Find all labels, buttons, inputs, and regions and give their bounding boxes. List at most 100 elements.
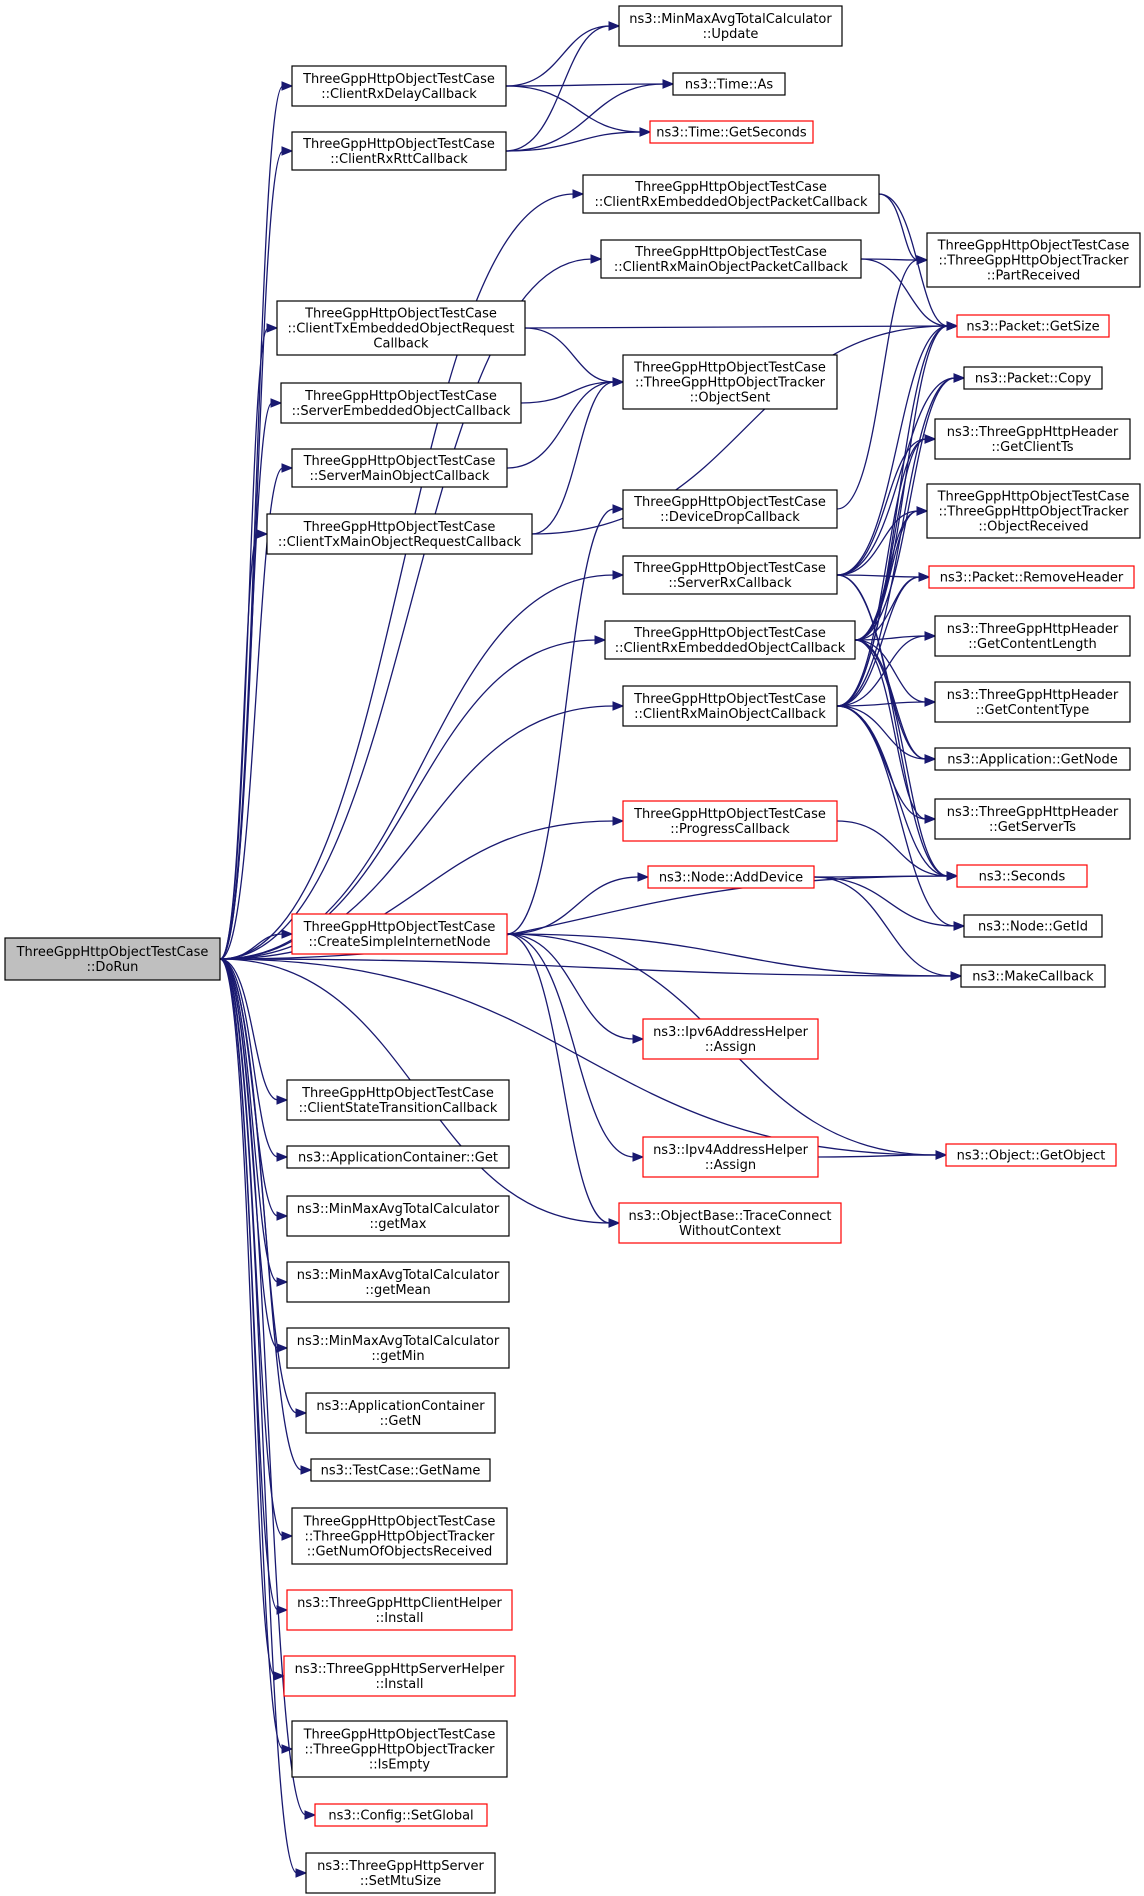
call-edge (813, 876, 966, 931)
edge-line (813, 875, 949, 878)
function-node[interactable]: ns3::Time::GetSeconds (649, 120, 814, 144)
function-node[interactable]: ThreeGppHttpObjectTestCase::CreateSimple… (291, 913, 508, 955)
function-node[interactable]: ns3::Application::GetNode (934, 747, 1131, 771)
function-node[interactable]: ThreeGppHttpObjectTestCase::ClientTxEmbe… (276, 300, 526, 356)
function-node[interactable]: ThreeGppHttpObjectTestCase::ThreeGppHttp… (291, 1720, 508, 1778)
function-node[interactable]: ns3::ThreeGppHttpHeader::GetContentType (934, 681, 1131, 723)
function-node[interactable]: ThreeGppHttpObjectTestCase::ServerRxCall… (622, 555, 838, 595)
function-node[interactable]: ns3::Packet::GetSize (956, 314, 1110, 338)
function-node[interactable]: ns3::Seconds (956, 864, 1088, 888)
call-edge (506, 872, 650, 935)
node-label-line: ns3::ThreeGppHttpClientHelper (297, 1596, 502, 1611)
arrowhead (662, 79, 675, 89)
call-edge (219, 323, 279, 960)
function-node[interactable]: ns3::Object::GetObject (945, 1143, 1117, 1167)
edge-line (836, 377, 956, 707)
arrowhead (281, 463, 294, 473)
call-edge (531, 377, 625, 535)
node-label-line: ::ClientRxMainObjectCallback (634, 707, 826, 722)
node-box (286, 1261, 510, 1303)
edge-line (506, 933, 635, 1158)
function-node[interactable]: ns3::Time::As (672, 72, 786, 96)
function-node[interactable]: ThreeGppHttpObjectTestCase::DeviceDropCa… (622, 489, 838, 529)
function-node[interactable]: ns3::ObjectBase::TraceConnectWithoutCont… (618, 1202, 842, 1244)
edge-line (531, 381, 615, 535)
arrowhead (304, 1810, 317, 1820)
edge-line (219, 933, 284, 960)
function-node[interactable]: ns3::ApplicationContainer::Get (286, 1145, 510, 1169)
function-node[interactable]: ThreeGppHttpObjectTestCase::ThreeGppHttp… (622, 354, 838, 410)
function-node[interactable]: ns3::MinMaxAvgTotalCalculator::Update (618, 5, 843, 47)
function-node[interactable]: ThreeGppHttpObjectTestCase::ClientRxRttC… (291, 131, 507, 171)
function-node[interactable]: ThreeGppHttpObjectTestCase::ServerEmbedd… (280, 382, 522, 424)
node-label-line: ns3::ObjectBase::TraceConnect (628, 1209, 831, 1224)
function-node[interactable]: ThreeGppHttpObjectTestCase::ThreeGppHttp… (926, 232, 1141, 288)
edge-line (854, 510, 919, 641)
function-node[interactable]: ThreeGppHttpObjectTestCase::ClientRxMain… (600, 239, 862, 279)
function-node[interactable]: ThreeGppHttpObjectTestCase::ProgressCall… (622, 800, 838, 842)
arrowhead (281, 1531, 294, 1541)
node-label-line: ::ServerMainObjectCallback (310, 469, 490, 484)
call-edge (219, 463, 294, 960)
arrowhead (276, 1095, 289, 1105)
function-node[interactable]: ns3::ThreeGppHttpHeader::GetClientTs (934, 418, 1131, 460)
node-box (266, 513, 533, 555)
function-node[interactable]: ns3::Node::AddDevice (647, 865, 815, 889)
call-edge (854, 434, 937, 641)
function-node[interactable]: ns3::Config::SetGlobal (314, 1803, 488, 1827)
function-node[interactable]: ns3::MinMaxAvgTotalCalculator::getMax (286, 1195, 510, 1237)
node-label-line: ::GetContentType (976, 703, 1090, 718)
arrowhead (281, 146, 294, 156)
edge-line (505, 25, 611, 87)
function-node[interactable]: ns3::MakeCallback (960, 964, 1106, 988)
node-box (305, 1852, 496, 1894)
node-label-line: ::CreateSimpleInternetNode (309, 935, 491, 950)
function-node[interactable]: ns3::ThreeGppHttpHeader::GetContentLengt… (934, 615, 1131, 657)
function-node[interactable]: ns3::TestCase::GetName (310, 1458, 491, 1482)
function-node[interactable]: ThreeGppHttpObjectTestCase::ClientRxEmbe… (604, 620, 856, 660)
node-box (291, 131, 507, 171)
function-node[interactable]: ThreeGppHttpObjectTestCase::ThreeGppHttp… (926, 483, 1141, 539)
arrowhead (946, 871, 959, 881)
node-box (291, 1720, 508, 1778)
arrowhead (256, 529, 269, 539)
node-label-line: ThreeGppHttpObjectTestCase (633, 361, 826, 376)
function-node[interactable]: ThreeGppHttpObjectTestCase::ClientStateT… (286, 1079, 510, 1121)
node-box (642, 1018, 819, 1060)
function-node[interactable]: ns3::MinMaxAvgTotalCalculator::getMin (286, 1327, 510, 1369)
function-node[interactable]: ThreeGppHttpObjectTestCase::ClientRxEmbe… (582, 174, 880, 214)
function-node[interactable]: ThreeGppHttpObjectTestCase::ClientRxMain… (622, 685, 838, 727)
node-label-line: ThreeGppHttpObjectTestCase (303, 920, 496, 935)
function-node[interactable]: ns3::ThreeGppHttpClientHelper::Install (286, 1589, 513, 1631)
edge-line (219, 958, 284, 1750)
call-edge (854, 639, 937, 707)
function-node[interactable]: ns3::ThreeGppHttpServer::SetMtuSize (305, 1852, 496, 1894)
node-label-line: ::ThreeGppHttpObjectTracker (635, 376, 826, 391)
arrowhead (300, 1465, 313, 1475)
function-node[interactable]: ns3::Packet::Copy (963, 366, 1103, 390)
node-box (622, 685, 838, 727)
function-node[interactable]: ns3::ThreeGppHttpHeader::GetServerTs (934, 798, 1131, 840)
function-node[interactable]: ThreeGppHttpObjectTestCase::ThreeGppHttp… (291, 1507, 508, 1565)
function-node[interactable]: ns3::Node::GetId (963, 914, 1103, 938)
function-node[interactable]: ns3::ThreeGppHttpServerHelper::Install (283, 1655, 516, 1697)
function-node[interactable]: ns3::ApplicationContainer::GetN (305, 1392, 496, 1434)
arrowhead (953, 373, 966, 383)
call-edge (219, 958, 963, 981)
function-node[interactable]: ThreeGppHttpObjectTestCase::ClientRxDela… (291, 65, 507, 107)
function-node[interactable]: ns3::Ipv4AddressHelper::Assign (642, 1136, 819, 1178)
node-box (291, 1507, 508, 1565)
node-label-line: ThreeGppHttpObjectTestCase (937, 490, 1130, 505)
function-node[interactable]: ns3::Packet::RemoveHeader (928, 565, 1135, 589)
node-label-line: ::ClientRxDelayCallback (321, 87, 477, 102)
function-node[interactable]: ns3::MinMaxAvgTotalCalculator::getMean (286, 1261, 510, 1303)
edge-line (836, 705, 927, 760)
node-label-line: ThreeGppHttpObjectTestCase (937, 239, 1130, 254)
node-label-line: WithoutContext (679, 1224, 781, 1239)
function-node[interactable]: ns3::Ipv6AddressHelper::Assign (642, 1018, 819, 1060)
call-edge (520, 377, 625, 404)
node-box (926, 483, 1141, 539)
function-node[interactable]: ThreeGppHttpObjectTestCase::ServerMainOb… (291, 448, 508, 488)
arrowhead (270, 398, 283, 408)
function-node[interactable]: ThreeGppHttpObjectTestCase::ClientTxMain… (266, 513, 533, 555)
